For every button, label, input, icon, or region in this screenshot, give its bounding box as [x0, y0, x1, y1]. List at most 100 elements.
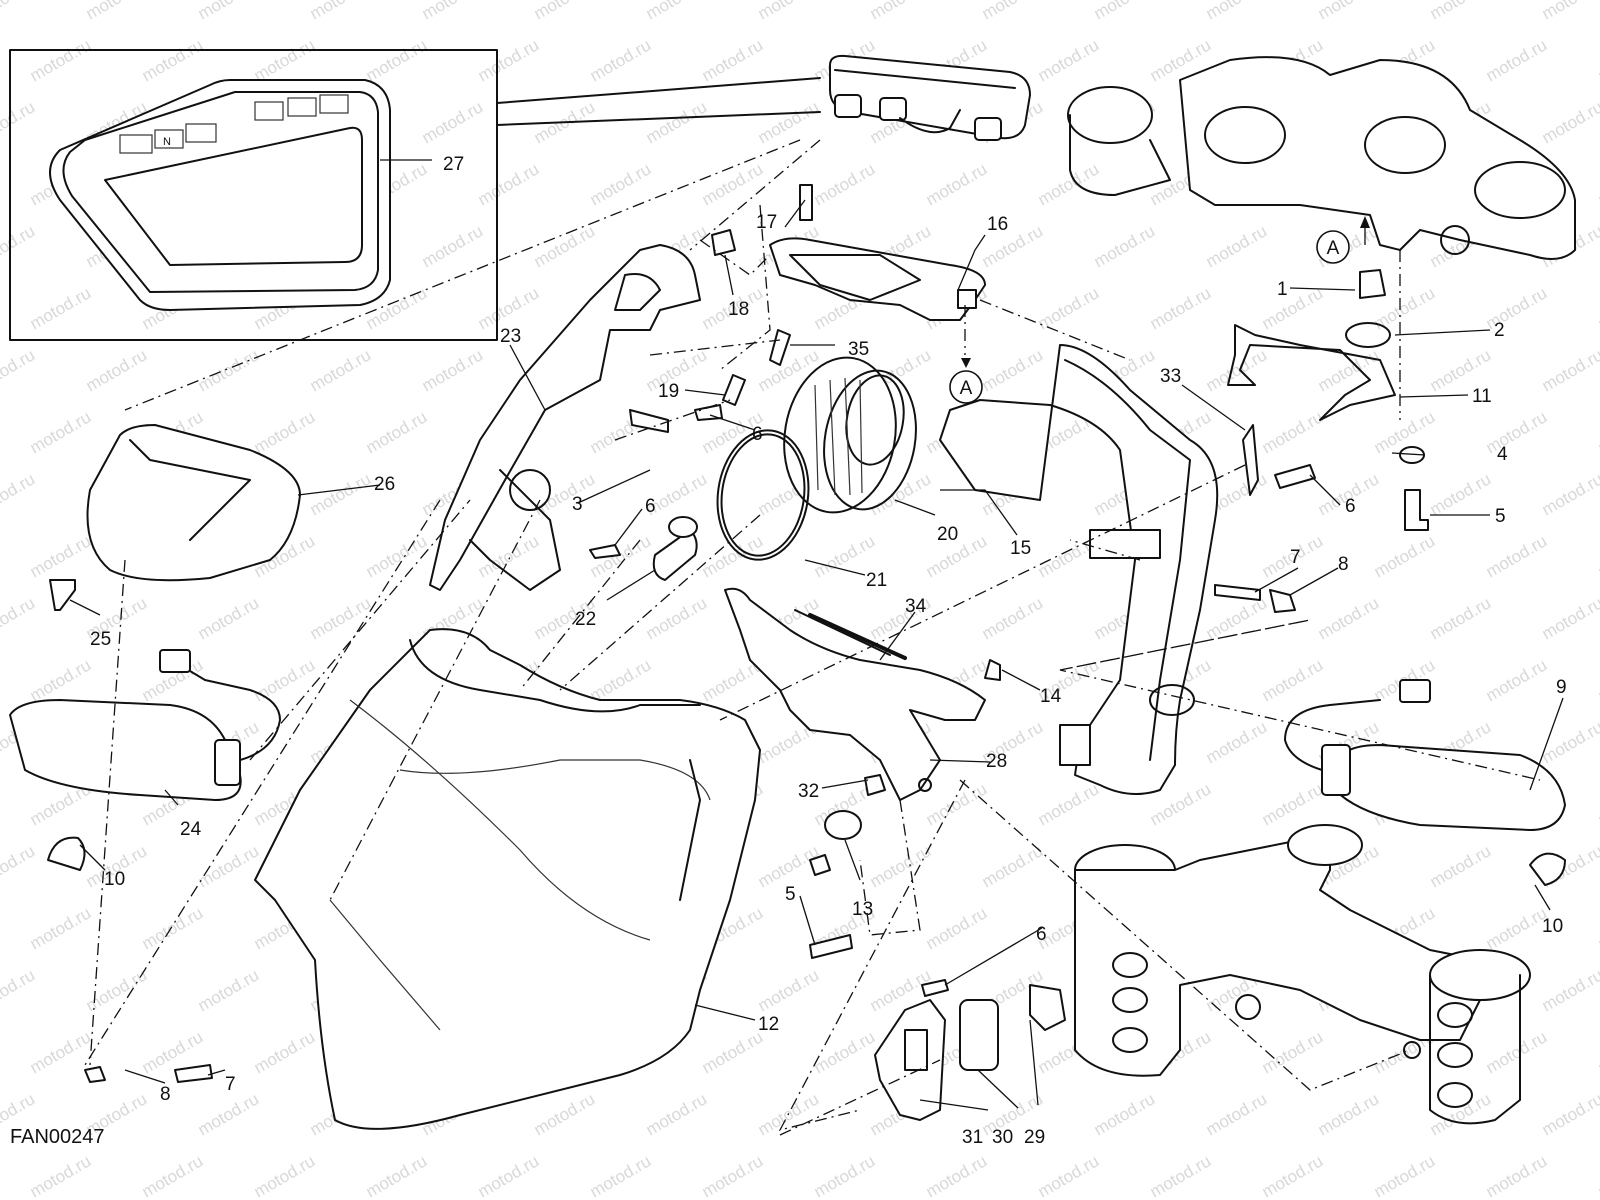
watermark-text: motod.ru: [1539, 97, 1600, 147]
callout-29: 29: [1024, 1127, 1045, 1148]
callout-10b: 10: [1542, 916, 1563, 937]
watermark-text: motod.ru: [1315, 345, 1383, 395]
drawing-code: FAN00247: [10, 1126, 105, 1148]
watermark-text: motod.ru: [195, 345, 263, 395]
inset-connector-lines: [496, 77, 821, 126]
watermark-text: motod.ru: [419, 97, 487, 147]
watermark-text: motod.ru: [1595, 407, 1600, 457]
watermark-text: motod.ru: [1539, 965, 1600, 1015]
clip-8-left: [84, 1066, 106, 1083]
watermark-text: motod.ru: [755, 0, 823, 23]
watermark-text: motod.ru: [139, 35, 207, 85]
watermark-text: motod.ru: [587, 655, 655, 705]
callout-14: 14: [1040, 686, 1062, 707]
watermark-text: motod.ru: [1259, 1027, 1327, 1077]
instrument-panel-inset: N: [9, 49, 821, 341]
watermark-text: motod.ru: [587, 1151, 655, 1200]
upper-triple-clamp: [1067, 56, 1576, 260]
headlight-housing: [254, 628, 761, 1130]
watermark-text: motod.ru: [1259, 407, 1327, 457]
watermark-text: motod.ru: [1595, 779, 1600, 829]
callout-8b: 8: [160, 1084, 171, 1105]
watermark-text: motod.ru: [643, 97, 711, 147]
left-turn-signal: [9, 649, 281, 801]
watermark-text: motod.ru: [1371, 531, 1439, 581]
watermark-text: motod.ru: [1539, 469, 1600, 519]
callout-6d: 6: [1036, 924, 1047, 945]
watermark-text: motod.ru: [419, 0, 487, 23]
watermark-text: motod.ru: [251, 407, 319, 457]
watermark-text: motod.ru: [1427, 0, 1495, 23]
watermark-text: motod.ru: [1315, 0, 1383, 23]
left-mount-bracket: [429, 244, 701, 591]
callout-leaders: [69, 159, 1564, 1111]
watermark-text: motod.ru: [1483, 407, 1551, 457]
headlight-adjuster-ring: [783, 356, 917, 514]
watermark-text: motod.ru: [531, 221, 599, 271]
watermark-text: motod.ru: [0, 0, 38, 23]
reference-marker-a-top: A: [1316, 216, 1370, 264]
watermark-text: motod.ru: [1483, 655, 1551, 705]
watermark-text: motod.ru: [1483, 1151, 1551, 1200]
grommet-32: [864, 774, 886, 796]
screw-17: [799, 184, 813, 221]
watermark-text: motod.ru: [475, 35, 543, 85]
callout-10a: 10: [104, 869, 125, 890]
watermark-text: motod.ru: [1035, 159, 1103, 209]
callout-7b: 7: [225, 1074, 236, 1095]
callout-32: 32: [798, 781, 819, 802]
watermark-text: motod.ru: [419, 345, 487, 395]
watermark-text: motod.ru: [1147, 1151, 1215, 1200]
watermark-text: motod.ru: [587, 159, 655, 209]
screw-6-lower: [921, 979, 949, 997]
watermark-text: motod.ru: [83, 965, 151, 1015]
watermark-text: motod.ru: [27, 1151, 95, 1200]
watermark-text: motod.ru: [307, 345, 375, 395]
watermark-text: motod.ru: [1595, 531, 1600, 581]
watermark-text: motod.ru: [1203, 0, 1271, 23]
watermark-text: motod.ru: [1371, 1151, 1439, 1200]
watermark-text: motod.ru: [1539, 1089, 1600, 1139]
hardware-items: [47, 184, 1566, 1083]
side-cover-panel: [86, 424, 301, 582]
watermark-text: motod.ru: [1259, 655, 1327, 705]
callout-11: 11: [1472, 386, 1492, 407]
callout-25: 25: [90, 629, 111, 650]
watermark-text: motod.ru: [755, 97, 823, 147]
watermark-text: motod.ru: [1539, 593, 1600, 643]
reference-marker-a-middle: A: [949, 358, 983, 404]
watermark-text: motod.ru: [0, 469, 38, 519]
bulb-10-left: [47, 836, 86, 871]
lens-seal-ring: [716, 429, 810, 561]
watermark-text: motod.ru: [1091, 0, 1159, 23]
callout-20: 20: [937, 524, 958, 545]
watermark-text: motod.ru: [0, 221, 38, 271]
watermark-text: motod.ru: [1091, 1089, 1159, 1139]
screw-35: [769, 329, 791, 366]
watermark-text: motod.ru: [643, 593, 711, 643]
watermark-text: motod.ru: [1483, 531, 1551, 581]
watermark-text: motod.ru: [475, 1151, 543, 1200]
watermark-text: motod.ru: [363, 1151, 431, 1200]
bolt-5-top: [1404, 489, 1429, 531]
screw-7-left: [174, 1064, 213, 1083]
watermark-text: motod.ru: [27, 283, 95, 333]
callout-8a: 8: [1338, 554, 1349, 575]
rod-34: [808, 613, 907, 660]
watermark-text: motod.ru: [0, 841, 38, 891]
watermark-text: motod.ru: [923, 159, 991, 209]
screw-25: [49, 579, 76, 611]
watermark-text: motod.ru: [1595, 283, 1600, 333]
callout-26: 26: [374, 474, 395, 495]
watermark-text: motod.ru: [307, 0, 375, 23]
watermark-text: motod.ru: [1595, 1151, 1600, 1200]
display-window: [104, 126, 363, 266]
callout-13: 13: [852, 899, 873, 920]
watermark-text: motod.ru: [531, 1089, 599, 1139]
instrument-panel-lens: [49, 79, 391, 311]
watermark-text: motod.ru: [307, 469, 375, 519]
watermark-text: motod.ru: [195, 841, 263, 891]
watermark-text: motod.ru: [1483, 35, 1551, 85]
svg-text:A: A: [960, 378, 973, 399]
callout-6c: 6: [752, 424, 763, 445]
